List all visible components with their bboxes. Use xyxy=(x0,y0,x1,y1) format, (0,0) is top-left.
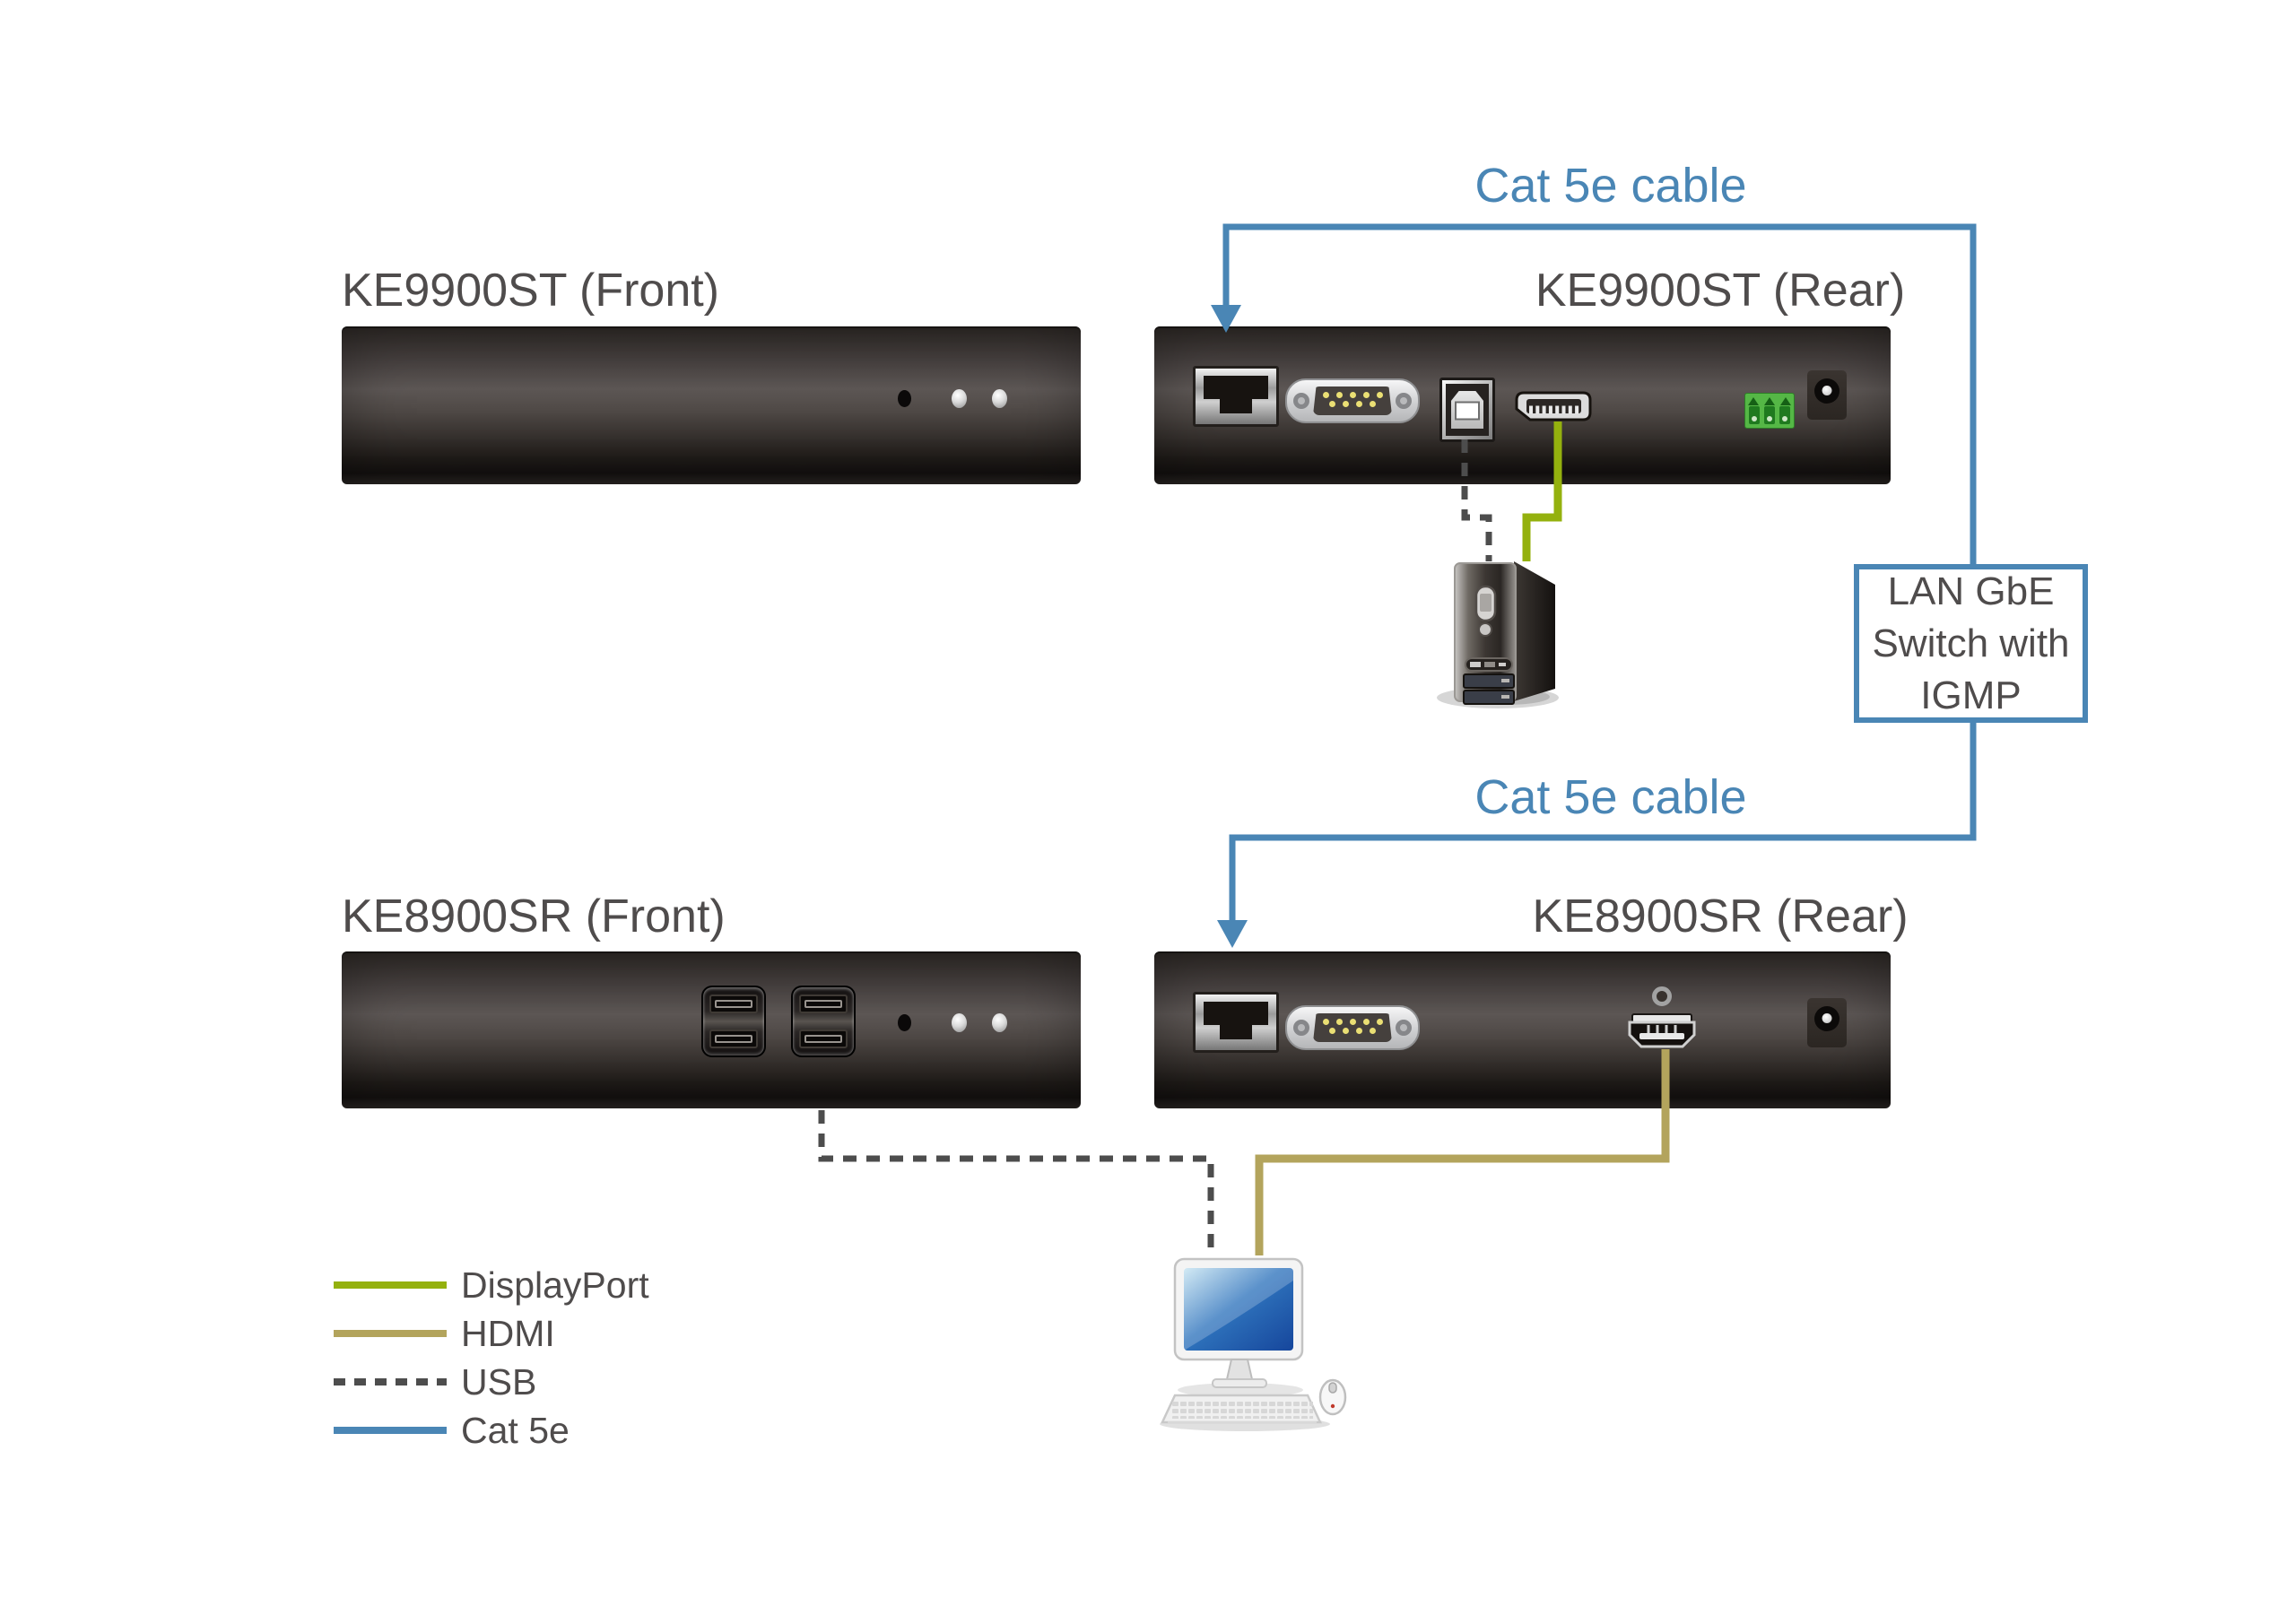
serial-db9-port-icon xyxy=(1285,1005,1420,1050)
legend: DisplayPort HDMI USB Cat 5e xyxy=(334,1261,649,1455)
displayport-port-icon xyxy=(1515,391,1592,421)
dc-power-jack-icon xyxy=(1807,370,1847,420)
lan-switch-box: LAN GbE Switch with IGMP xyxy=(1854,564,2088,723)
dual-usb-a-port-icon xyxy=(791,986,856,1057)
ke8900sr-front-label: KE8900SR (Front) xyxy=(342,890,726,942)
legend-item-hdmi: HDMI xyxy=(334,1309,649,1358)
ke8900sr-front-panel xyxy=(342,951,1081,1108)
hdmi-line-icon xyxy=(334,1330,447,1337)
rj45-lan-port-icon xyxy=(1193,992,1279,1053)
usb-b-port-icon xyxy=(1439,378,1495,442)
computer-tower-icon xyxy=(1437,561,1559,708)
legend-label: USB xyxy=(461,1360,537,1403)
lan-switch-text: Switch with xyxy=(1872,621,2070,665)
lan-switch-text: IGMP xyxy=(1920,673,2022,717)
reset-hole xyxy=(898,1014,911,1031)
serial-db9-port-icon xyxy=(1285,378,1420,423)
screw-hole-icon xyxy=(1652,986,1672,1006)
legend-item-displayport: DisplayPort xyxy=(334,1261,649,1309)
cat5e-line-icon xyxy=(334,1427,447,1434)
displayport-line-icon xyxy=(334,1281,447,1289)
reset-hole xyxy=(898,390,911,407)
power-led xyxy=(992,1013,1007,1032)
status-led xyxy=(952,389,967,408)
ke9900st-rear-label: KE9900ST (Rear) xyxy=(1535,265,1906,317)
legend-item-cat5e: Cat 5e xyxy=(334,1406,649,1455)
lan-switch-text: LAN GbE xyxy=(1887,569,2055,613)
rj45-lan-port-icon xyxy=(1193,366,1279,427)
ke8900sr-rear-panel xyxy=(1154,951,1891,1108)
hdmi-port-icon xyxy=(1628,1013,1696,1048)
power-led xyxy=(992,389,1007,408)
legend-label: Cat 5e xyxy=(461,1409,570,1451)
ke9900st-front-label: KE9900ST (Front) xyxy=(342,265,720,317)
legend-label: HDMI xyxy=(461,1312,555,1354)
usb-wire-bottom xyxy=(818,1110,1214,1255)
legend-item-usb: USB xyxy=(334,1358,649,1406)
cat5e-cable-label-top: Cat 5e cable xyxy=(1474,159,1747,213)
ke8900sr-rear-label: KE8900SR (Rear) xyxy=(1532,890,1909,942)
dc-power-jack-icon xyxy=(1807,998,1847,1047)
power-terminal-block-icon xyxy=(1744,393,1795,429)
monitor-keyboard-mouse-icon xyxy=(1160,1257,1347,1431)
ke9900st-front-panel xyxy=(342,326,1081,484)
ke9900st-rear-panel xyxy=(1154,326,1891,484)
status-led xyxy=(952,1013,967,1032)
legend-label: DisplayPort xyxy=(461,1264,649,1306)
dual-usb-a-port-icon xyxy=(701,986,766,1057)
cat5e-cable-label-bottom: Cat 5e cable xyxy=(1474,770,1747,824)
arrow-down-icon xyxy=(1217,920,1248,948)
usb-dashed-line-icon xyxy=(334,1378,447,1385)
